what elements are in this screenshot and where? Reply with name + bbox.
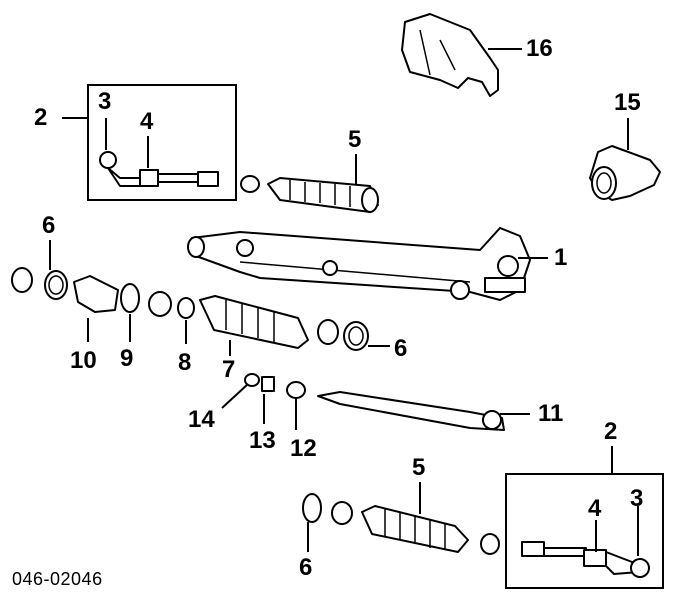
tie-rod-end-top <box>99 151 219 187</box>
diagram-id: 046-02046 <box>12 569 103 589</box>
part-5-boot-bottom <box>302 493 500 555</box>
callout-14: 14 <box>188 406 215 433</box>
callout-8: 8 <box>178 349 192 376</box>
kit-box-top <box>87 84 237 201</box>
callout-6-left: 6 <box>42 212 56 239</box>
part-15-adapter <box>589 145 661 201</box>
leader-lines <box>49 48 639 556</box>
callout-4-bottom: 4 <box>588 495 602 522</box>
callout-13: 13 <box>249 427 276 454</box>
callout-11: 11 <box>538 400 564 427</box>
part-16-bracket <box>401 13 499 97</box>
callout-2-bottom: 2 <box>604 418 618 445</box>
callout-15: 15 <box>614 89 641 116</box>
callout-12: 12 <box>290 435 317 462</box>
callout-7: 7 <box>222 356 236 383</box>
callout-5-bottom: 5 <box>412 454 426 481</box>
callout-6-mid: 6 <box>394 335 408 362</box>
part-1-rack-housing <box>187 227 531 301</box>
callout-4-top: 4 <box>140 108 154 135</box>
callout-3-top: 3 <box>98 88 112 115</box>
callout-9: 9 <box>120 345 134 372</box>
callout-6-bottom: 6 <box>299 554 313 581</box>
callout-5-top: 5 <box>348 126 362 153</box>
part-5-boot-top <box>240 175 379 213</box>
callout-16: 16 <box>526 35 553 62</box>
callout-2-top: 2 <box>34 104 48 131</box>
inner-tie-rod-row <box>244 373 505 431</box>
left-row-parts <box>11 267 369 351</box>
callout-1: 1 <box>554 244 568 271</box>
callout-3-bottom: 3 <box>630 485 644 512</box>
kit-box-bottom <box>505 473 664 589</box>
callout-10: 10 <box>70 347 97 374</box>
tie-rod-end-bottom <box>521 541 650 578</box>
